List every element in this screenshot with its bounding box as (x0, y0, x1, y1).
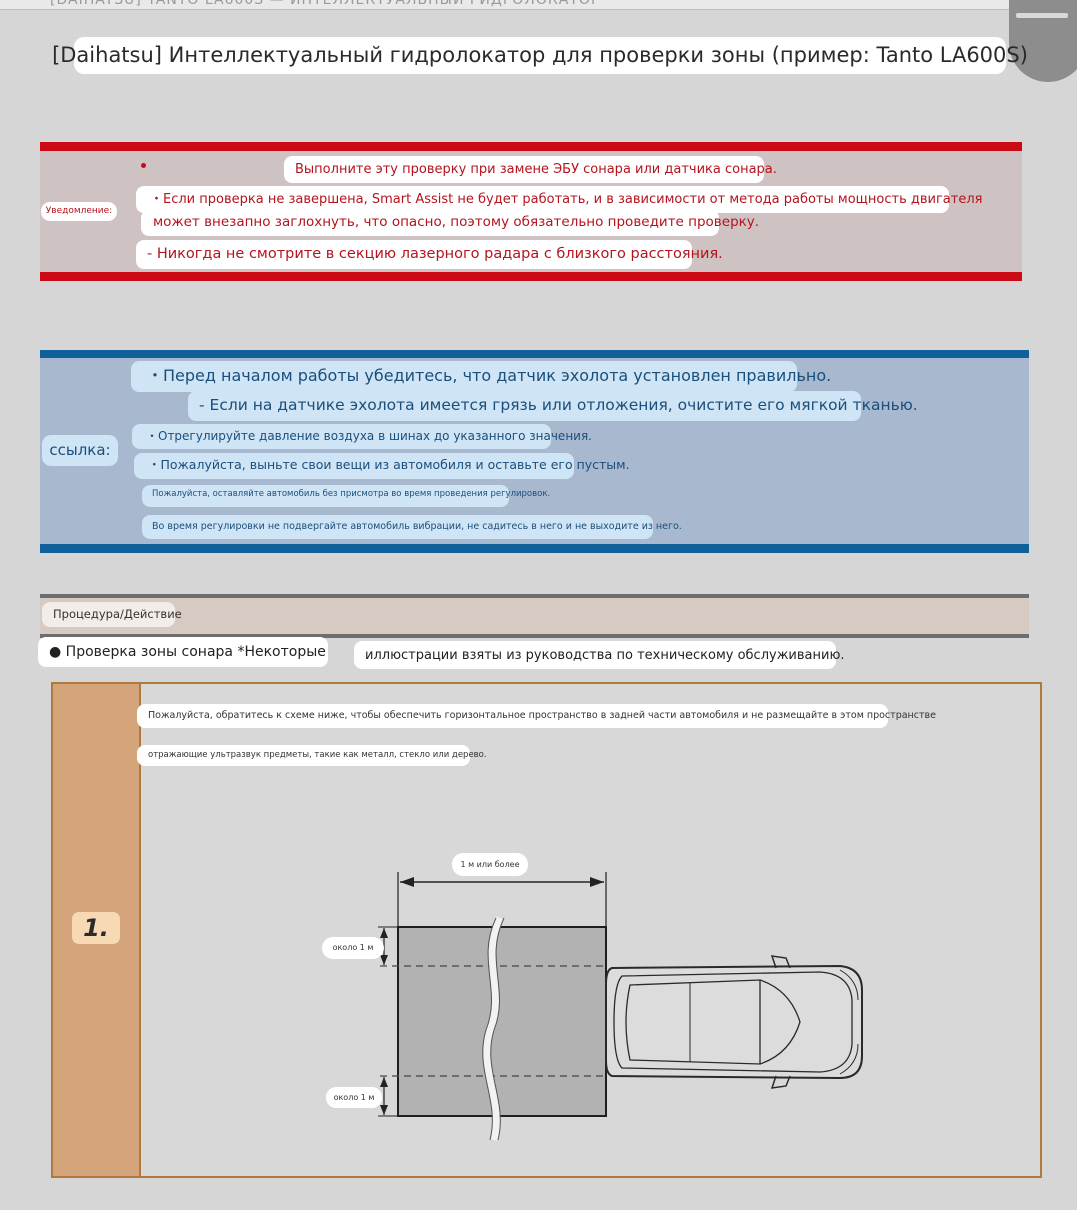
reference-top-border (40, 350, 1029, 358)
procedure-item-right: иллюстрации взяты из руководства по техн… (354, 641, 845, 669)
reference-label: ссылка: (42, 435, 118, 466)
rear-clearance-diagram (378, 872, 863, 1141)
reference-line-4: ・Пожалуйста, выньте свои вещи из автомоб… (134, 453, 630, 479)
reference-line-6: Во время регулировки не подвергайте авто… (142, 515, 682, 539)
dim-bottom-label: около 1 м (326, 1087, 382, 1108)
arrow-right-icon (590, 877, 604, 887)
clearance-zone (397, 926, 607, 1117)
page-title: [Daihatsu] Интеллектуальный гидролокатор… (52, 37, 1028, 74)
notice-label: Уведомление: (41, 202, 117, 221)
top-strip-text: [DAIHATSU] TANTO LA600S — ИНТЕЛЛЕКТУАЛЬН… (50, 0, 601, 8)
bullet-icon (141, 163, 146, 168)
reference-line-5: Пожалуйста, оставляйте автомобиль без пр… (142, 485, 550, 507)
break-mark (483, 916, 504, 1141)
procedure-item-left: ● Проверка зоны сонара *Некоторые (38, 637, 328, 667)
step-number: 1. (72, 912, 120, 944)
scroll-handle-icon (1016, 13, 1068, 18)
notice-line-4: - Никогда не смотрите в секцию лазерного… (136, 240, 723, 269)
procedure-top-rule (40, 594, 1029, 598)
procedure-bottom-rule (40, 634, 1029, 638)
procedure-band (40, 598, 1029, 634)
procedure-header: Процедура/Действие (42, 602, 182, 627)
dim-top-label: около 1 м (322, 937, 384, 959)
notice-top-border (40, 142, 1022, 151)
notice-line-3: может внезапно заглохнуть, что опасно, п… (141, 210, 759, 236)
step-1-instruction-1: Пожалуйста, обратитесь к схеме ниже, что… (137, 704, 936, 728)
reference-line-2: - Если на датчике эхолота имеется грязь … (188, 391, 918, 421)
top-strip (0, 0, 1077, 10)
notice-line-2: ・Если проверка не завершена, Smart Assis… (136, 186, 982, 213)
dim-width-label: 1 м или более (452, 853, 528, 876)
arrow-left-icon (400, 877, 414, 887)
notice-line-1: Выполните эту проверку при замене ЭБУ со… (284, 156, 777, 183)
reference-line-3: ・Отрегулируйте давление воздуха в шинах … (132, 424, 592, 449)
car-top-view-icon (605, 955, 863, 1089)
reference-line-1: ・Перед началом работы убедитесь, что дат… (131, 361, 831, 392)
step-1-instruction-2: отражающие ультразвук предметы, такие ка… (137, 745, 487, 766)
notice-bottom-border (40, 272, 1022, 281)
reference-bottom-border (40, 544, 1029, 553)
